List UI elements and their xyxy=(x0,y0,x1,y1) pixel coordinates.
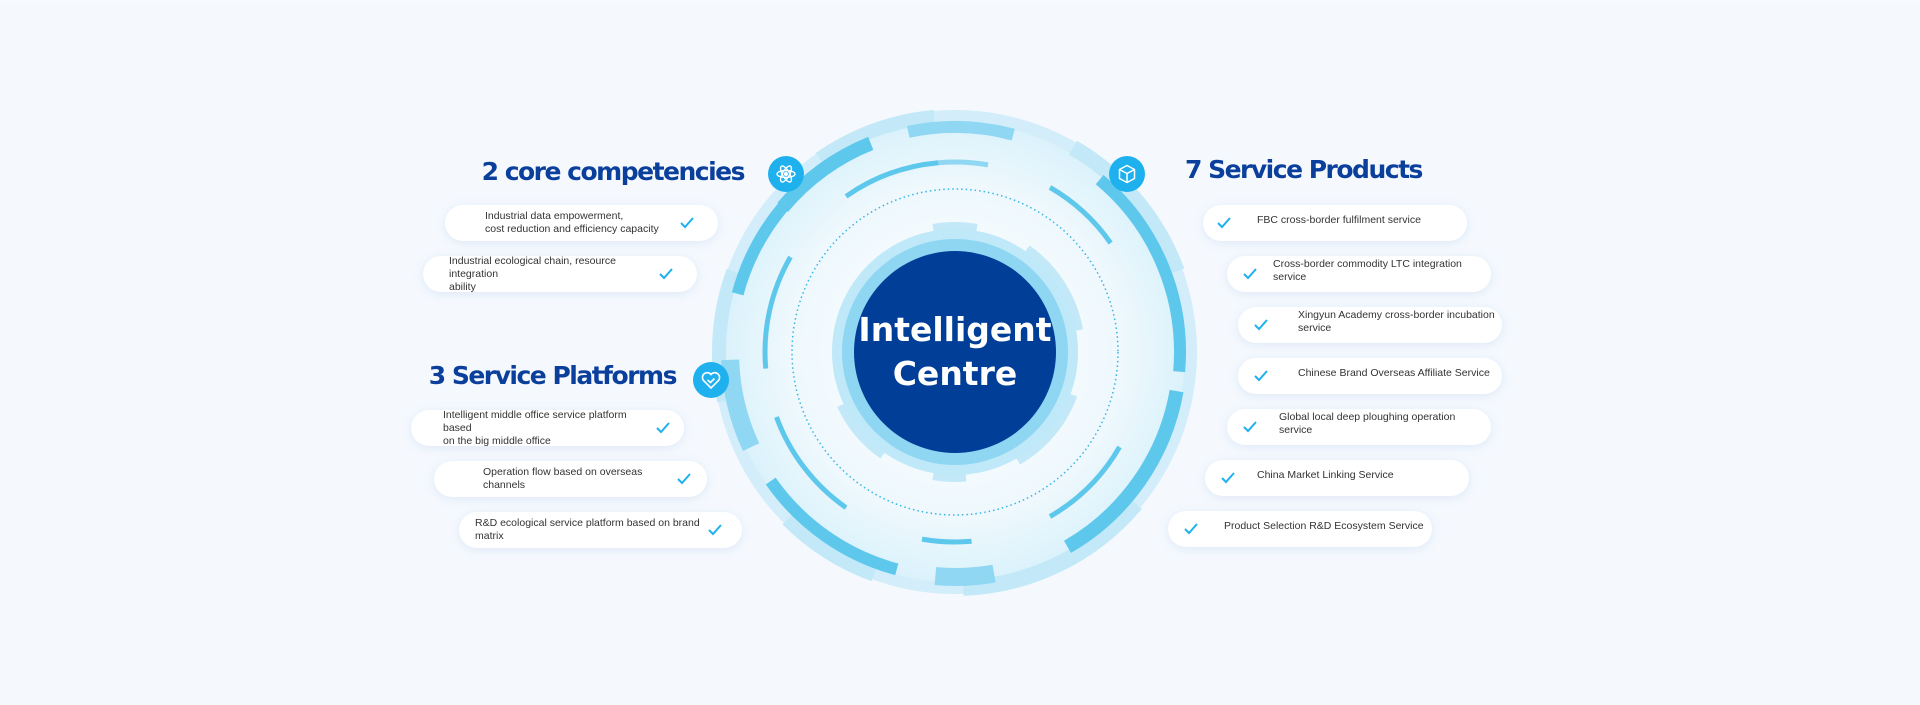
service-platforms-title: 3 Service Platforms xyxy=(428,361,678,390)
core-item: Industrial data empowerment,cost reducti… xyxy=(445,205,718,241)
check-icon xyxy=(1217,217,1231,229)
item-text: Intelligent middle office service platfo… xyxy=(443,408,627,434)
ring-arc xyxy=(921,536,972,545)
check-icon xyxy=(708,524,722,536)
item-text: R&D ecological service platform based on… xyxy=(475,517,700,542)
item-text: cost reduction and efficiency capacity xyxy=(485,223,659,235)
item-text: FBC cross-border fulfilment service xyxy=(1257,213,1421,226)
center-line1: Intelligent xyxy=(858,310,1052,349)
ring-arc xyxy=(934,564,996,586)
ring-arc xyxy=(765,477,899,576)
item-text: ability xyxy=(449,280,476,293)
check-icon xyxy=(1221,472,1235,484)
product-item: Cross-border commodity LTC integration s… xyxy=(1227,256,1491,292)
platform-item: R&D ecological service platform based on… xyxy=(459,512,742,548)
check-icon xyxy=(656,422,670,434)
ring-arc xyxy=(932,222,978,234)
item-text: Global local deep ploughing operation se… xyxy=(1279,411,1456,436)
core-item: Industrial ecological chain, resource in… xyxy=(423,254,697,293)
ring-arc xyxy=(774,416,848,510)
product-item: Global local deep ploughing operation se… xyxy=(1227,409,1491,445)
item-text: Chinese Brand Overseas Affiliate Service xyxy=(1298,366,1490,379)
center-circle xyxy=(854,251,1056,453)
product-item: Chinese Brand Overseas Affiliate Service xyxy=(1238,358,1502,394)
service-products-title: 7 Service Products xyxy=(1185,155,1423,184)
product-item: Product Selection R&D Ecosystem Service xyxy=(1168,511,1432,547)
ring-arc xyxy=(815,109,936,165)
center-line2: Centre xyxy=(892,354,1018,393)
ring-arc xyxy=(844,160,939,199)
item-text: Cross-border commodity LTC integration s… xyxy=(1273,258,1462,283)
ring-arc xyxy=(721,359,760,451)
check-icon xyxy=(677,473,691,485)
check-icon xyxy=(1184,523,1198,535)
ring-arc xyxy=(731,175,815,296)
platform-item: Operation flow based on overseas channel… xyxy=(434,461,707,497)
ring-arc xyxy=(1068,140,1185,275)
core-competencies-title: 2 core competencies xyxy=(481,157,746,186)
ring-arc xyxy=(932,470,967,482)
item-text: on the big middle office xyxy=(443,434,551,447)
atom-icon xyxy=(768,156,804,192)
dotted-ring xyxy=(791,188,1119,516)
item-text: Industrial data empowerment, xyxy=(485,210,624,222)
ring-arc xyxy=(938,159,989,168)
ring-arc xyxy=(1014,392,1078,465)
ring-arc xyxy=(962,498,1142,596)
ring-arc xyxy=(782,513,878,582)
item-text: Product Selection R&D Ecosystem Service xyxy=(1224,519,1424,532)
ring-arc xyxy=(1023,245,1084,332)
item-text: Xingyun Academy cross-border incubation … xyxy=(1298,309,1495,334)
ring-arc xyxy=(762,255,793,369)
item-text: Operation flow based on overseas channel… xyxy=(483,466,643,491)
ring-arc xyxy=(837,402,887,459)
platform-item: Intelligent middle office service platfo… xyxy=(411,408,684,447)
ring-arc xyxy=(906,121,1015,141)
check-icon xyxy=(1243,421,1257,433)
ring-arc xyxy=(1095,175,1186,373)
item-text: Industrial ecological chain, resource in… xyxy=(449,254,616,280)
product-item: FBC cross-border fulfilment service xyxy=(1203,205,1467,241)
check-icon xyxy=(680,217,694,229)
check-icon xyxy=(1254,319,1268,331)
product-item: China Market Linking Service xyxy=(1205,460,1469,496)
ring-arc xyxy=(1048,445,1122,519)
ring-arc xyxy=(1063,389,1184,553)
product-item: Xingyun Academy cross-border incubation … xyxy=(1238,307,1502,343)
ring-arc xyxy=(1048,185,1113,245)
heart-check-icon xyxy=(693,362,729,398)
box-icon xyxy=(1109,156,1145,192)
check-icon xyxy=(1243,268,1257,280)
check-icon xyxy=(1254,370,1268,382)
item-text: China Market Linking Service xyxy=(1257,468,1394,481)
check-icon xyxy=(659,268,673,280)
